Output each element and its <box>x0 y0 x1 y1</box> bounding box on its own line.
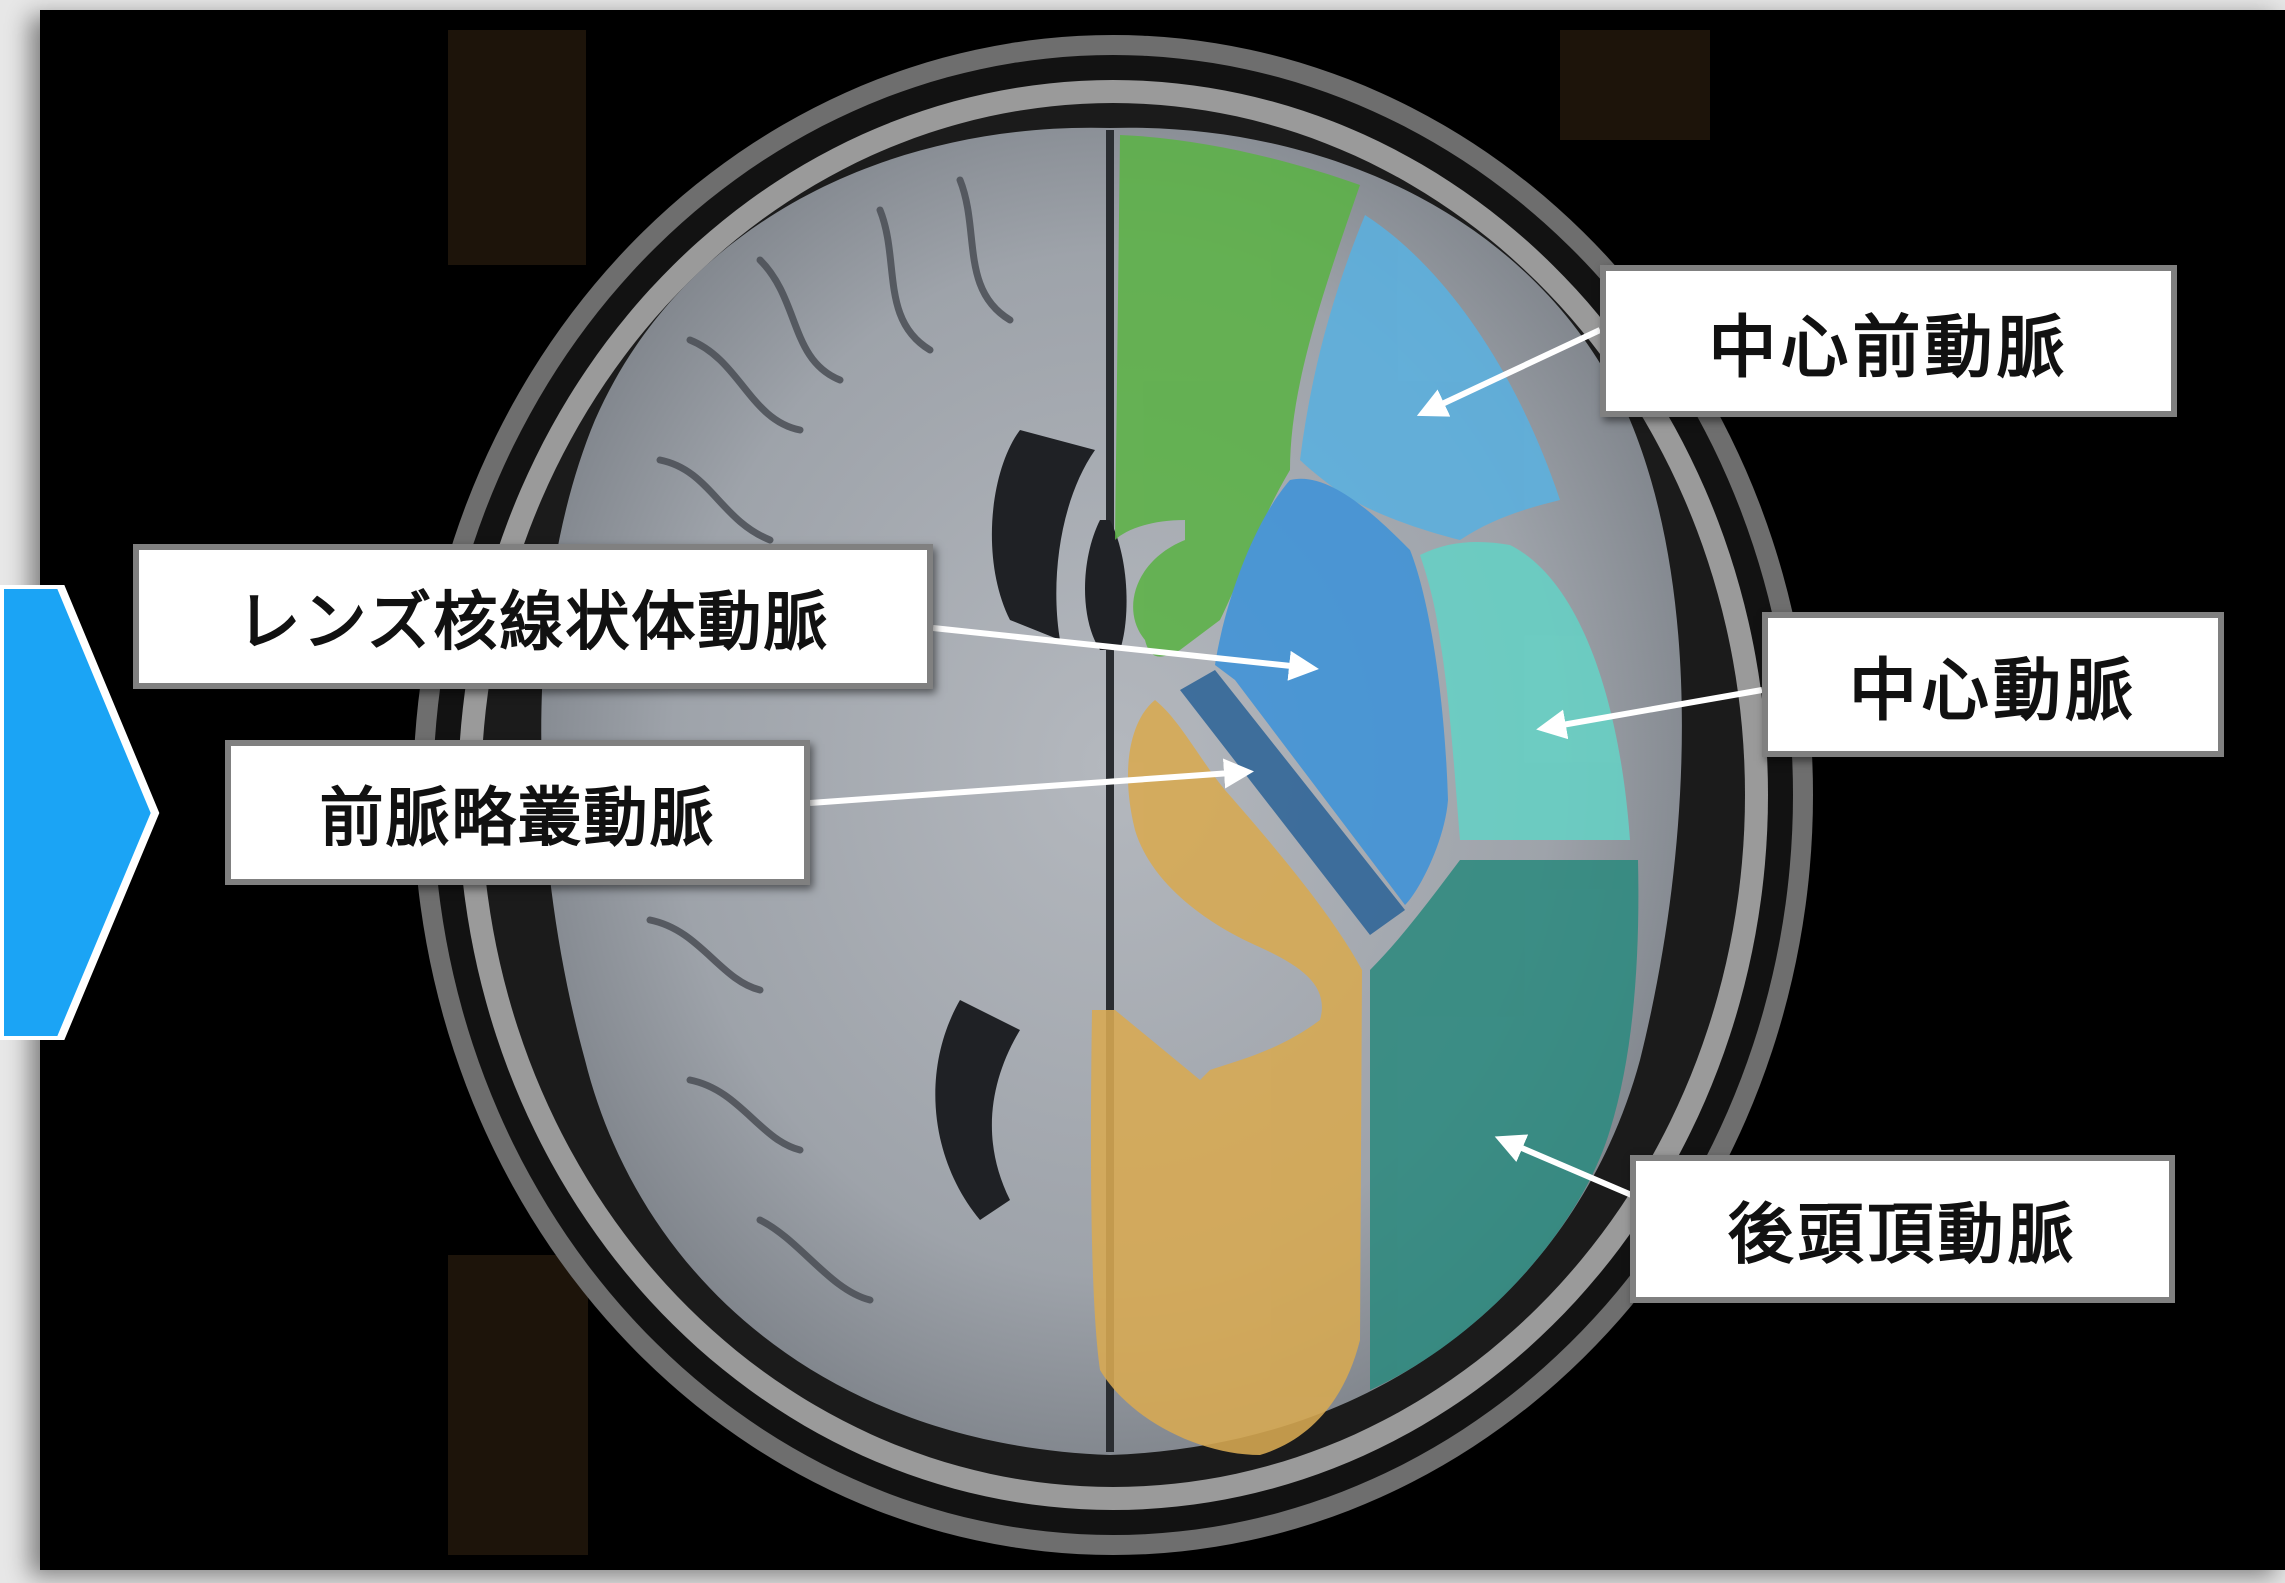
scan-artifact <box>1560 30 1710 140</box>
scan-artifact <box>448 1255 588 1555</box>
label-central: 中心動脈 <box>1762 612 2224 757</box>
label-parietooccipital: 後頭頂動脈 <box>1630 1155 2175 1303</box>
label-lenticulostriate: レンズ核線状体動脈 <box>133 544 933 689</box>
label-anterior-choroidal: 前脈略叢動脈 <box>225 740 810 885</box>
scan-artifact <box>448 30 586 265</box>
label-precentral: 中心前動脈 <box>1600 265 2177 417</box>
